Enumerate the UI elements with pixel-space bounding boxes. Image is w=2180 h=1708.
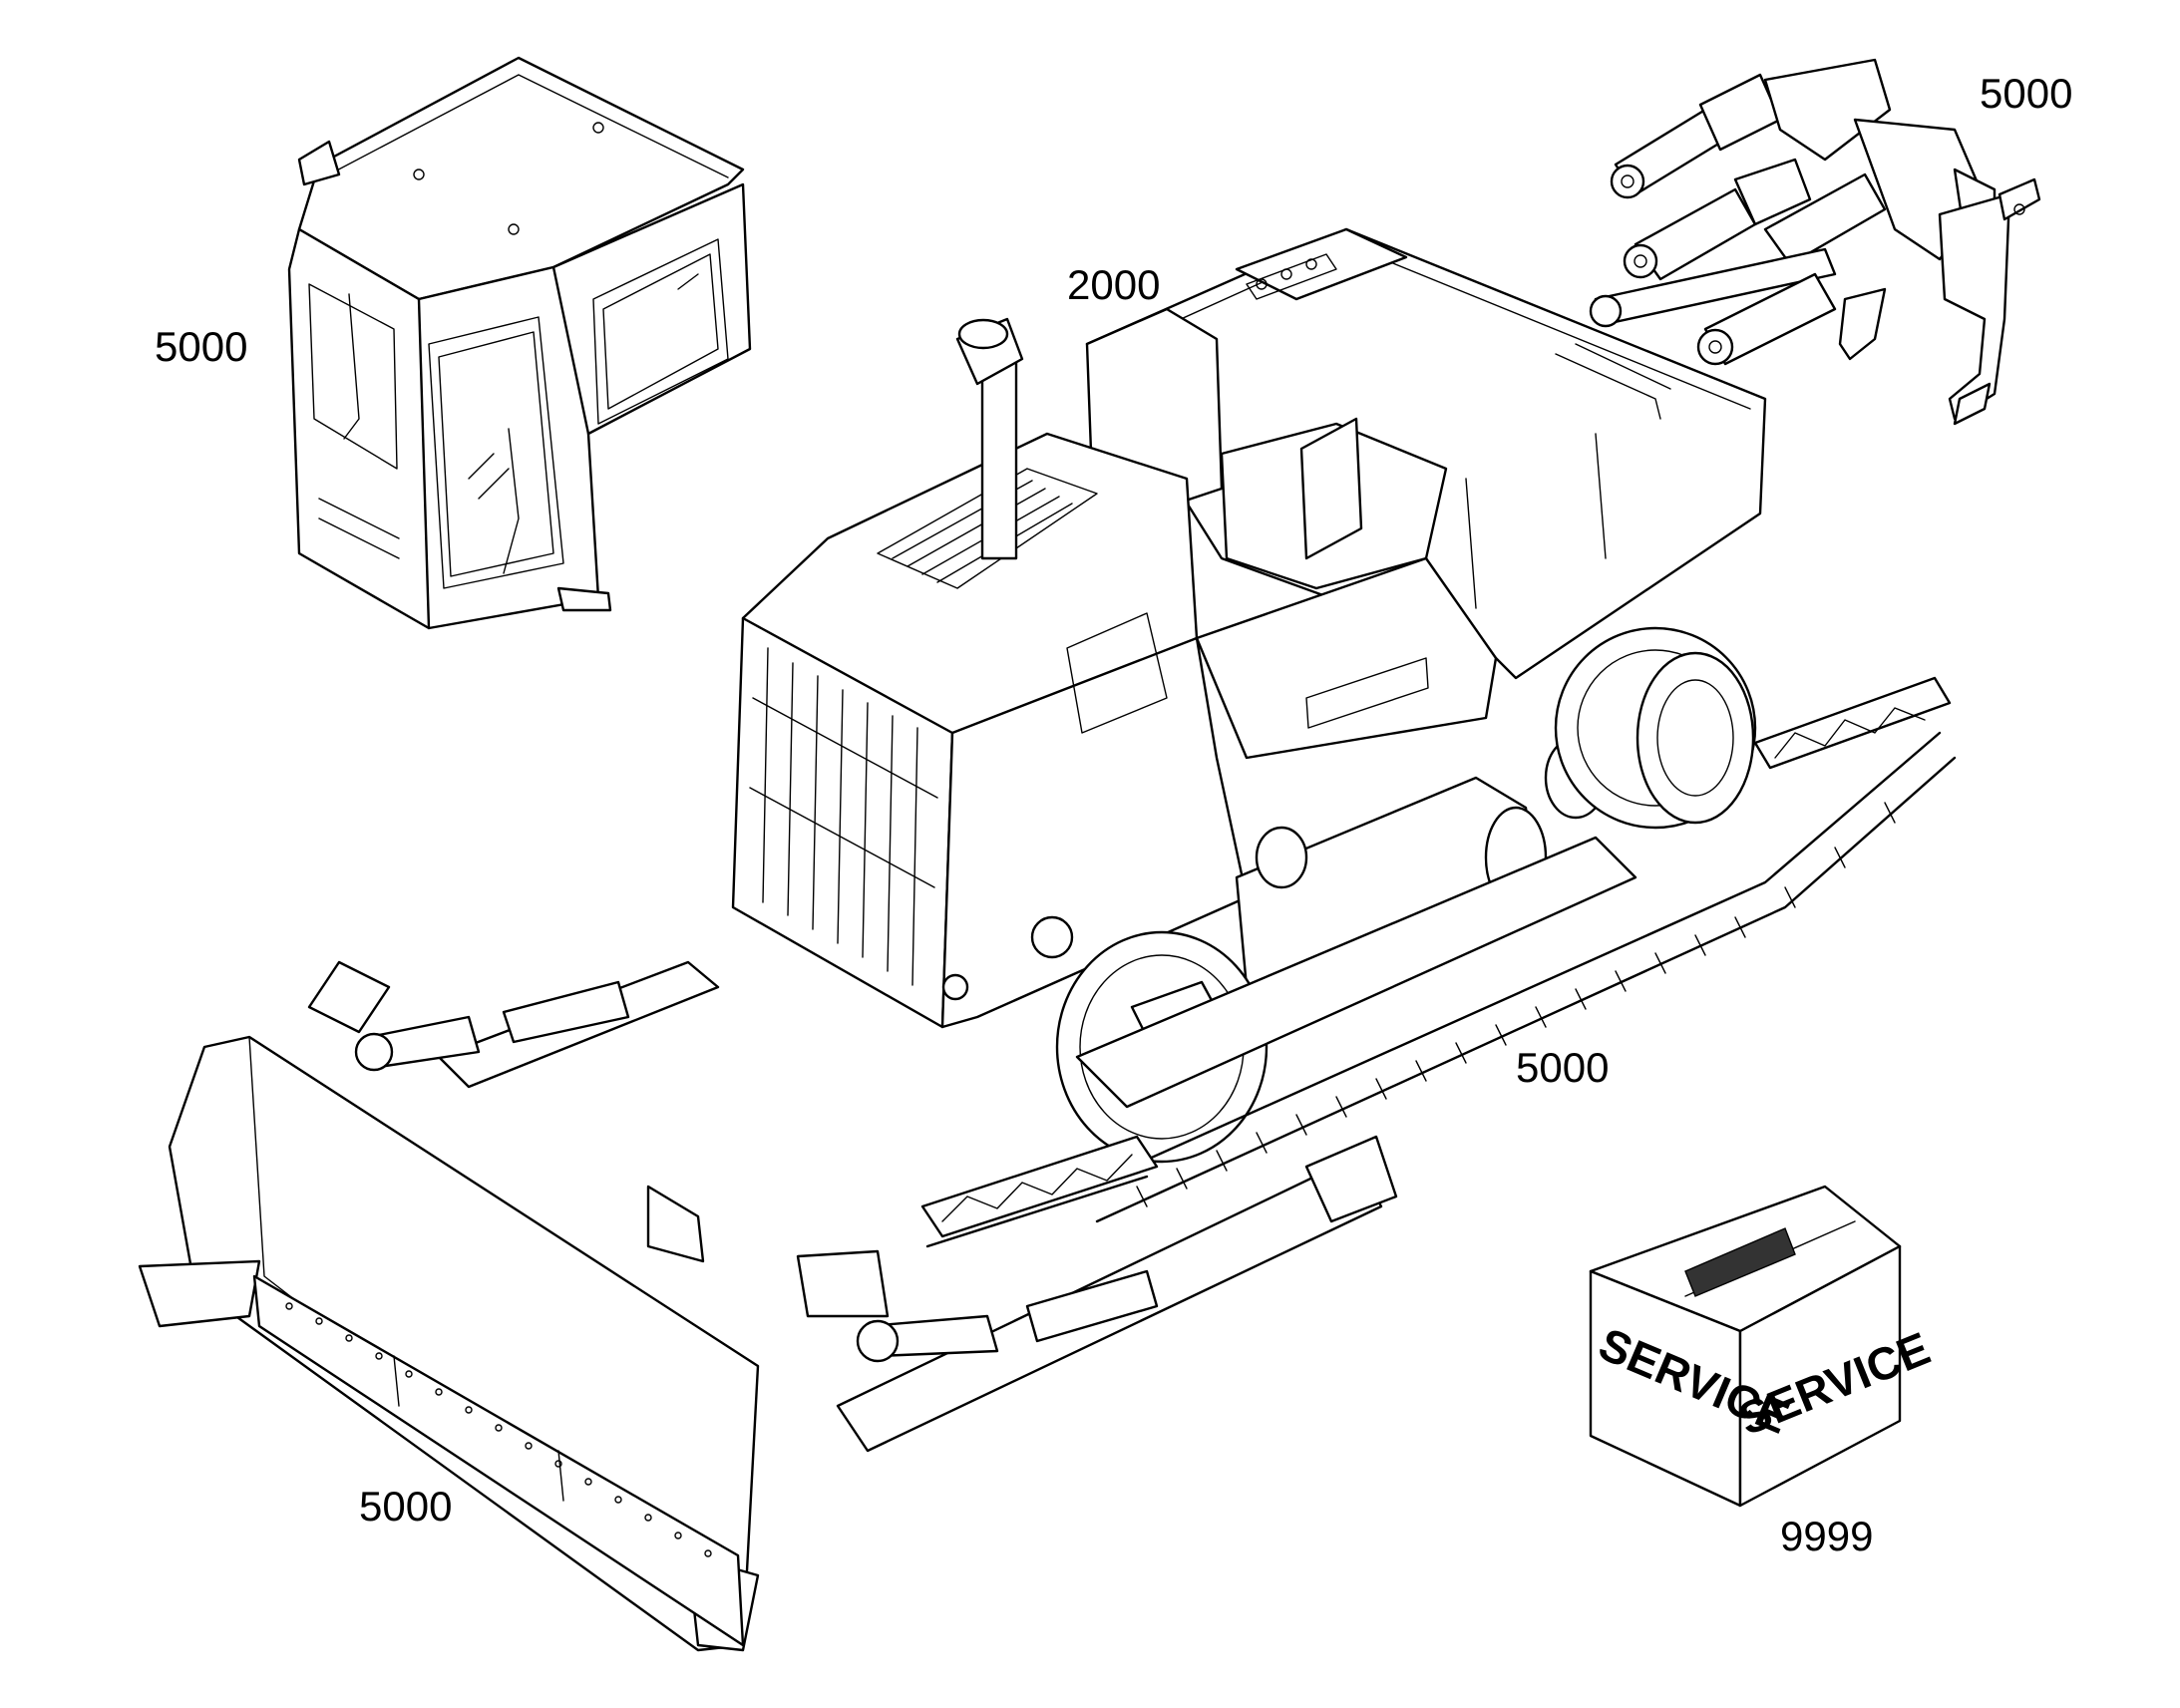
- service-kit-callout[interactable]: 9999: [1780, 1513, 1873, 1559]
- sprocket-icon: [1554, 626, 1757, 830]
- blade-callout[interactable]: 5000: [359, 1483, 452, 1530]
- cab-assembly-icon[interactable]: [287, 56, 752, 630]
- ripper-assembly-icon[interactable]: [1589, 58, 2041, 426]
- ripper-callout[interactable]: 5000: [1980, 70, 2072, 117]
- main-frame-callout[interactable]: 2000: [1067, 261, 1160, 308]
- cab-callout[interactable]: 5000: [155, 323, 247, 370]
- blade-assembly-icon[interactable]: [138, 960, 1398, 1652]
- track-chain-icon[interactable]: [920, 676, 1957, 1248]
- service-box-icon[interactable]: SERVICE SERVICE: [1589, 1185, 1937, 1508]
- radiator-grille-icon: [749, 647, 938, 986]
- undercarriage-callout[interactable]: 5000: [1516, 1044, 1609, 1091]
- cutting-edge-bolts-icon: [285, 1302, 712, 1557]
- main-frame-assembly-icon[interactable]: [731, 227, 1767, 1164]
